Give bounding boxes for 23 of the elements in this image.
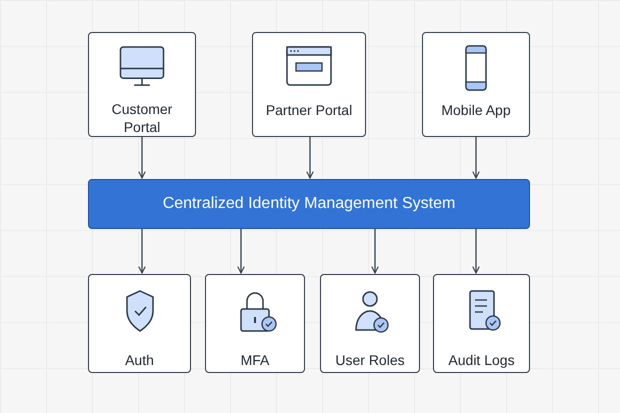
card-label: Audit Logs: [448, 351, 515, 369]
component-card: [433, 274, 530, 373]
component-card: [88, 274, 191, 373]
arrow: [138, 137, 146, 179]
arrow: [472, 137, 480, 179]
component-card: [320, 274, 420, 373]
arrow: [237, 229, 245, 274]
arrow: [371, 229, 379, 274]
arrow: [306, 137, 314, 179]
system-bar: [88, 179, 530, 229]
component-card: [422, 32, 530, 137]
card-label: Auth: [125, 351, 154, 369]
card-label: Mobile App: [441, 101, 511, 119]
card-label: Customer Portal: [110, 100, 174, 136]
card-label: MFA: [240, 351, 270, 369]
component-card: [205, 274, 305, 373]
bar-label: Centralized Identity Management System: [162, 195, 456, 213]
component-card: [252, 32, 366, 137]
arrow: [138, 229, 146, 274]
arrow: [472, 229, 480, 274]
component-card: [88, 32, 196, 137]
card-label: Partner Portal: [266, 101, 352, 119]
card-label: User Roles: [335, 351, 405, 369]
